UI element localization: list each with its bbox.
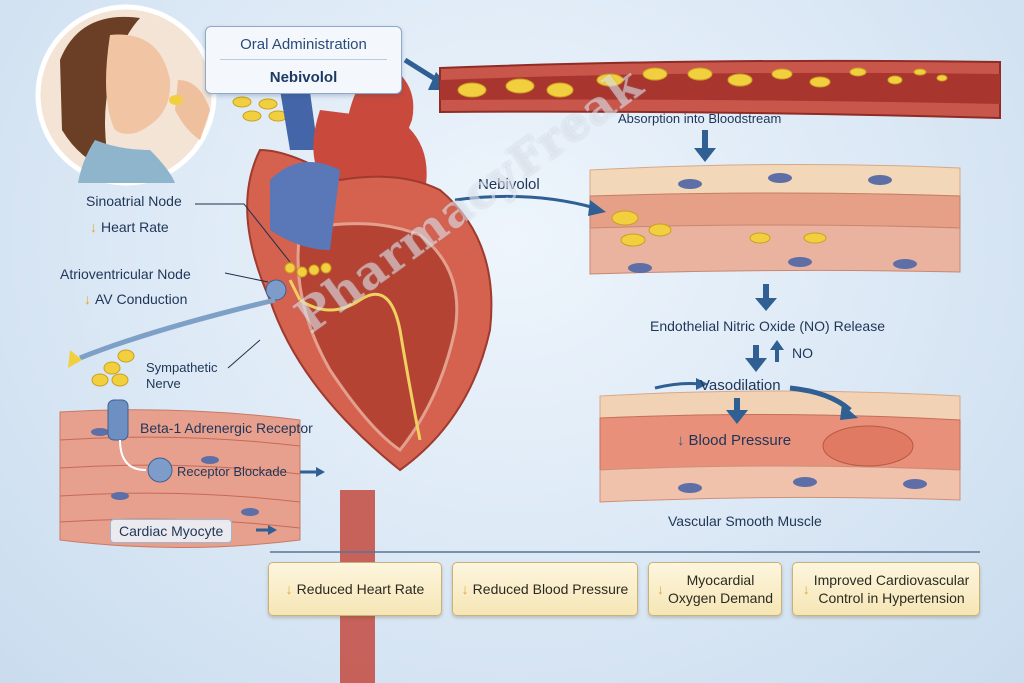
endothelium-layer: [589, 163, 961, 275]
av-node-label: Atrioventricular Node: [60, 266, 191, 282]
receptor-blockade-label: Receptor Blockade: [177, 464, 287, 479]
oral-title: Oral Administration: [240, 36, 367, 53]
down-arrow-icon: ↓: [677, 432, 685, 449]
heart-rate-label: ↓Heart Rate: [90, 219, 169, 235]
down-arrow-icon: ↓: [656, 581, 664, 597]
nebivolol-arrow: [588, 200, 606, 216]
oral-drug: Nebivolol: [269, 69, 338, 86]
sympathetic-nerve: [68, 297, 276, 387]
summary-box-blood-pressure: ↓Reduced Blood Pressure: [452, 562, 638, 616]
blood-pressure-label: ↓Blood Pressure: [677, 432, 792, 449]
down-arrow-icon: ↓: [90, 219, 97, 235]
vasodilation-arrow: [726, 410, 748, 424]
av-conduction-label: ↓AV Conduction: [84, 291, 188, 307]
sa-node-label: Sinoatrial Node: [86, 193, 182, 209]
summary-box-heart-rate: ↓Reduced Heart Rate: [268, 562, 442, 616]
smooth-muscle-layer: [599, 390, 961, 503]
no-up-arrow: [770, 340, 784, 350]
down-arrow-icon: ↓: [802, 581, 810, 597]
down-arrow-icon: ↓: [285, 581, 293, 597]
no-up-label: NO: [792, 345, 813, 361]
bloodstream-vessel: [439, 59, 1001, 120]
down-arrow-icon: ↓: [461, 581, 469, 597]
down-arrow-icon: ↓: [84, 291, 91, 307]
absorption-arrow: [694, 148, 716, 162]
no-release-label: Endothelial Nitric Oxide (NO) Release: [650, 318, 885, 334]
vasodilation-label: Vasodilation: [700, 377, 781, 394]
nebivolol-label: Nebivolol: [478, 176, 540, 193]
oral-administration-box: Oral Administration Nebivolol: [205, 26, 402, 94]
portrait-illustration: [35, 4, 217, 186]
absorption-label: Absorption into Bloodstream: [618, 111, 782, 126]
no-release-arrow: [755, 298, 777, 311]
smooth-muscle-label: Vascular Smooth Muscle: [668, 513, 822, 529]
cardiac-myocyte-label: Cardiac Myocyte: [110, 519, 233, 543]
beta1-receptor-label: Beta-1 Adrenergic Receptor: [140, 420, 313, 436]
